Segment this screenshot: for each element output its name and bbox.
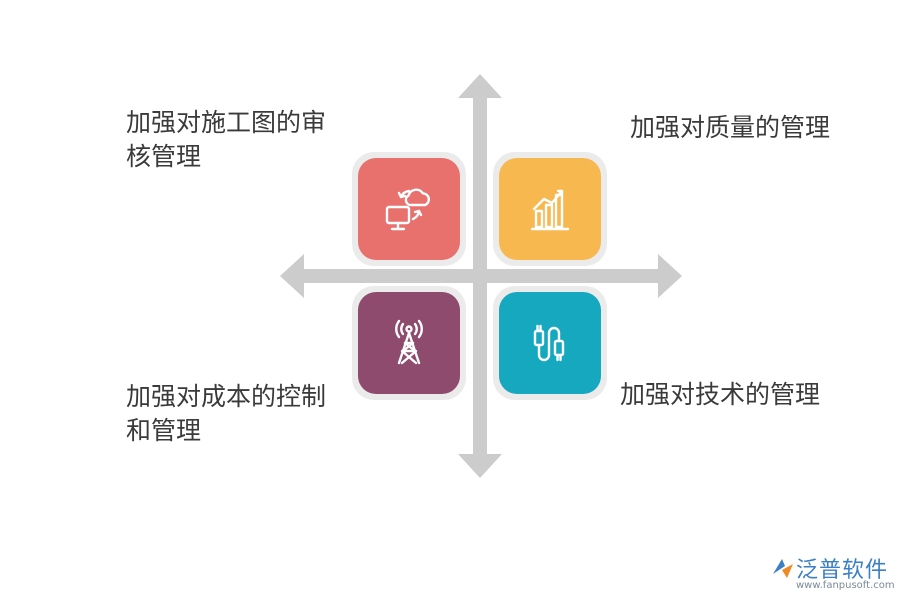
quadrant-top-left-card	[358, 158, 460, 260]
quadrant-top-right-card	[499, 158, 601, 260]
axis-arrow-down	[458, 454, 502, 478]
quadrant-top-left-tile	[352, 152, 466, 266]
bar-chart-icon	[530, 189, 570, 231]
axis-arrow-up	[458, 74, 502, 98]
quadrant-bottom-right-label: 加强对技术的管理	[620, 380, 821, 409]
quadrant-top-right-label: 加强对质量的管理	[630, 113, 831, 142]
quadrant-bottom-right-tile	[493, 286, 607, 400]
radio-tower-icon	[395, 319, 423, 365]
quadrant-bottom-left-card	[358, 292, 460, 394]
quadrant-top-left-label-line1: 加强对施工图的审	[126, 108, 327, 137]
logo-mark-icon	[773, 559, 793, 578]
logo-url: www.fanpusoft.com	[796, 580, 895, 591]
quadrant-bottom-left-label: 加强对成本的控制 和管理	[126, 380, 326, 448]
axis-arrow-left	[280, 254, 304, 298]
quadrant-bottom-left-label-line2: 和管理	[126, 416, 202, 445]
quadrant-top-left-label: 加强对施工图的审 核管理	[126, 106, 326, 174]
cable-connector-icon	[533, 324, 565, 362]
fanpu-logo: 泛普软件 www.fanpusoft.com	[770, 550, 900, 596]
cloud-sync-icon	[385, 188, 431, 231]
axis-arrow-right	[658, 254, 682, 298]
quadrant-bottom-left-label-line1: 加强对成本的控制	[126, 382, 327, 411]
quadrant-bottom-left-tile	[352, 286, 466, 400]
horizontal-axis	[302, 269, 658, 283]
quadrant-bottom-right-card	[499, 292, 601, 394]
quadrant-top-left-label-line2: 核管理	[126, 142, 202, 171]
quadrant-top-right-tile	[493, 152, 607, 266]
logo-name: 泛普软件	[796, 558, 889, 583]
